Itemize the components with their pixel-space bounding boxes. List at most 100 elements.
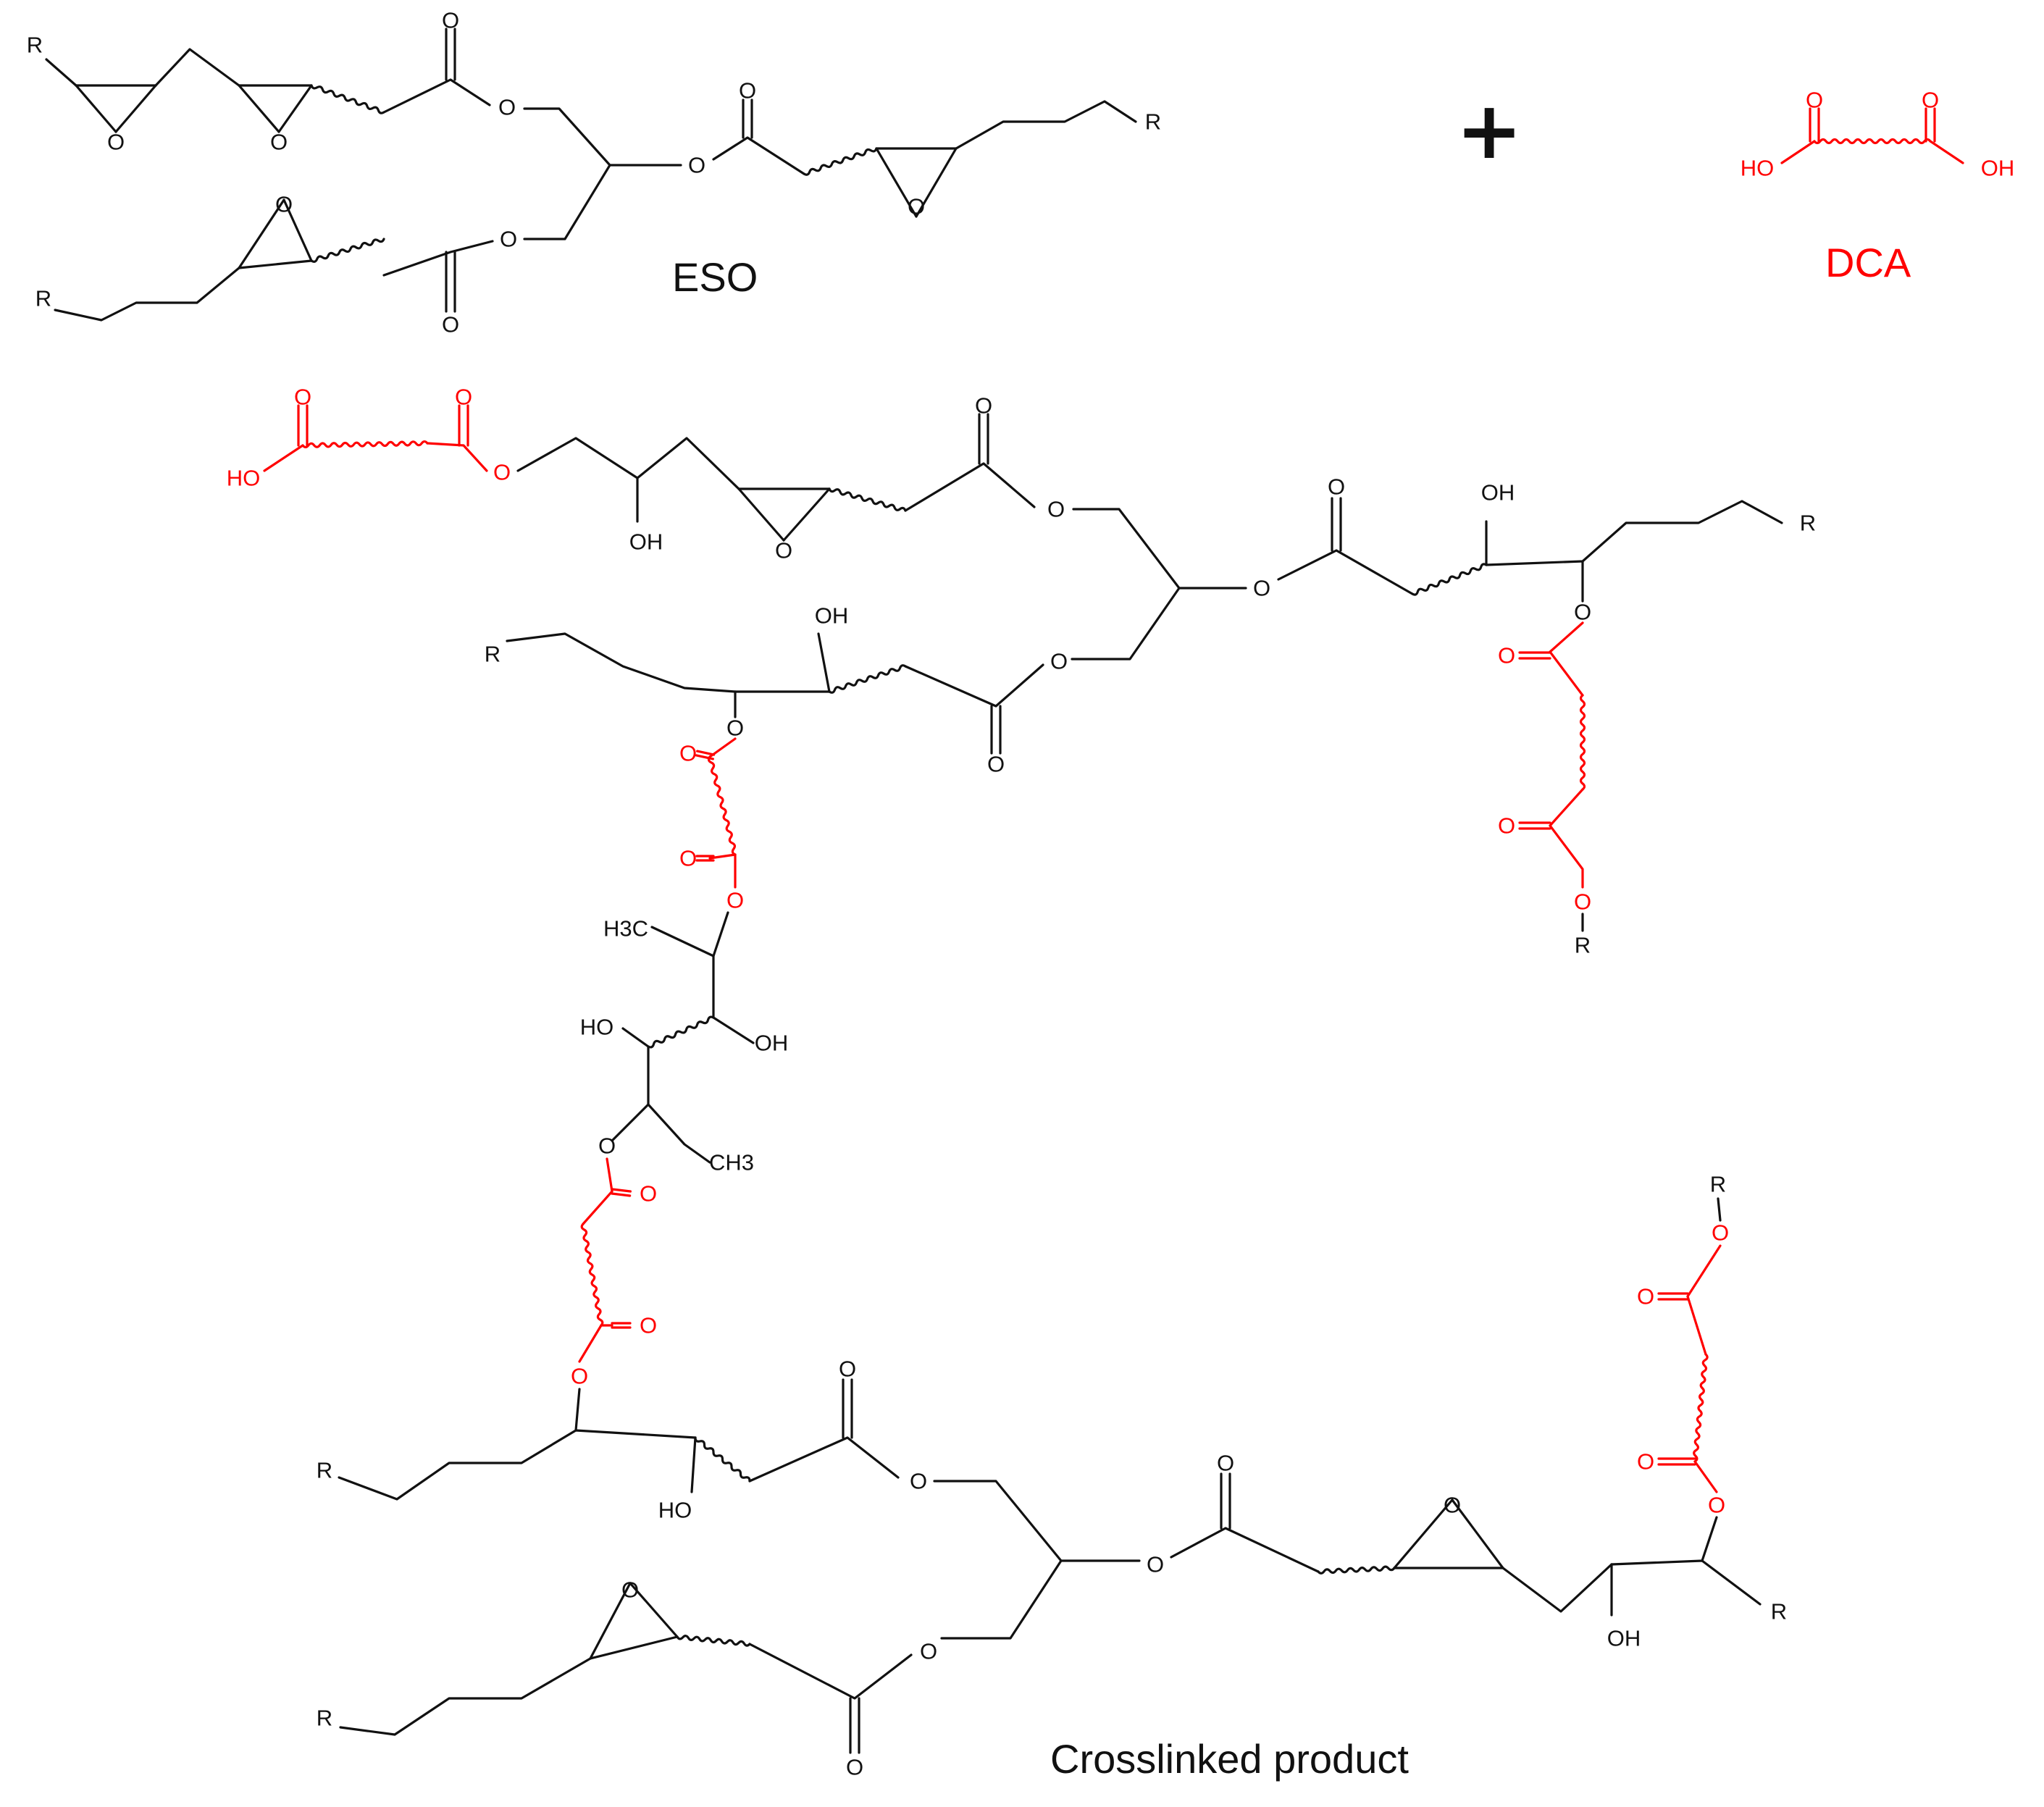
- prod-epoxide-f: [1451, 1498, 1504, 1569]
- prod-wavy-f: [1317, 1565, 1396, 1575]
- atom-oh: OH: [1981, 156, 2015, 181]
- prod-dca-mid: [708, 853, 737, 860]
- prod-chain-f: [1501, 1563, 1613, 1617]
- prod-chain-f: [1701, 1516, 1718, 1562]
- atom-r: R: [317, 1706, 332, 1731]
- prod-chain-b: [1485, 500, 1783, 566]
- atom-o: O: [679, 741, 697, 766]
- prod-epoxide-a: [782, 487, 831, 542]
- prod-dca-low: [606, 1157, 613, 1193]
- atom-r: R: [1710, 1172, 1726, 1197]
- eso-epoxide-4: [238, 259, 313, 269]
- atom-r: R: [1575, 933, 1591, 958]
- eso-wavy-3: [310, 238, 385, 263]
- eso-chain-1: [154, 48, 240, 87]
- atom-ho: HO: [227, 466, 261, 491]
- atom-o: O: [500, 227, 517, 252]
- prod-chain-e: [338, 1429, 697, 1501]
- prod-epoxide-g: [589, 1635, 679, 1660]
- eso-epoxide-1: [114, 84, 157, 133]
- prod-dca-right: [1549, 650, 1584, 697]
- eso-wavy-2: [803, 147, 878, 176]
- atom-o: O: [1574, 889, 1591, 915]
- atom-o: O: [270, 130, 288, 155]
- prod-chain-d: [621, 1027, 650, 1048]
- dca-label: DCA: [1825, 240, 1911, 285]
- prod-chain-a: [516, 437, 639, 523]
- eso-chain-2: [712, 136, 805, 175]
- prod-epoxide-a: [737, 487, 785, 542]
- atom-o: O: [442, 8, 459, 33]
- atom-oh: OH: [629, 529, 663, 555]
- atom-r: R: [35, 286, 51, 311]
- atom-o: O: [294, 385, 311, 410]
- captions: ESO DCA + Crosslinked product: [672, 84, 1911, 1782]
- prod-chain-a: [636, 437, 740, 490]
- atom-r: R: [1771, 1599, 1787, 1624]
- eso-epoxide-3: [915, 147, 958, 218]
- prod-dca-end: [263, 444, 304, 472]
- prod-epoxide-g: [589, 1582, 632, 1660]
- crosslinked-product-label: Crosslinked product: [1050, 1736, 1409, 1782]
- prod-chain-e: [748, 1436, 900, 1483]
- prod-dca-low-co: [611, 1188, 632, 1193]
- prod-dca-far-wavy: [1693, 1353, 1709, 1463]
- prod-dca-far: [1686, 1295, 1707, 1356]
- prod-dca-low-wavy: [580, 1223, 604, 1327]
- atom-o: O: [1708, 1493, 1725, 1518]
- atom-o: O: [1806, 88, 1823, 113]
- atom-o: O: [1217, 1451, 1234, 1476]
- prod-dca-mid-co: [696, 750, 716, 756]
- prod-glycerol-top: [1071, 508, 1181, 661]
- eso-epoxide-4: [238, 198, 285, 269]
- atom-ch3: CH3: [709, 1150, 754, 1175]
- prod-chain-e: [574, 1388, 581, 1432]
- atom-o: O: [442, 312, 459, 337]
- eso-chain-2: [955, 100, 1137, 150]
- prod-wavy-a: [828, 487, 907, 512]
- atom-o: O: [498, 95, 516, 120]
- dca-skeleton-bonds: [263, 107, 1964, 1493]
- atom-r: R: [1145, 109, 1161, 135]
- atom-o: O: [455, 385, 472, 410]
- atom-o: O: [920, 1639, 937, 1664]
- atom-o: O: [975, 393, 992, 419]
- atom-o: O: [621, 1577, 639, 1603]
- atom-o: O: [1047, 497, 1065, 522]
- prod-chain-f: [1610, 1559, 1762, 1606]
- eso-chain-1: [45, 58, 78, 87]
- eso-chain-3: [54, 267, 240, 322]
- prod-chain-a: [904, 462, 1036, 512]
- atom-o: O: [726, 888, 744, 913]
- prod-dca-end-wavy: [301, 440, 429, 449]
- prod-dca-right-wavy: [1579, 694, 1586, 791]
- prod-dca-far: [1693, 1460, 1718, 1493]
- eso-chain-3: [382, 240, 494, 277]
- atom-o: O: [107, 130, 125, 155]
- prod-wavy-b: [1411, 563, 1488, 596]
- atom-o: O: [1574, 600, 1591, 625]
- atom-o: O: [1637, 1284, 1654, 1309]
- atom-o: O: [839, 1357, 856, 1382]
- atom-o: O: [910, 1469, 927, 1494]
- atom-o: O: [775, 538, 792, 563]
- prod-epoxide-f: [1393, 1498, 1454, 1569]
- atom-o: O: [571, 1364, 588, 1389]
- eso-glycerol: [523, 107, 611, 240]
- prod-dca-far: [1717, 1197, 1722, 1222]
- atom-r: R: [1800, 511, 1816, 536]
- atom-o: O: [726, 716, 744, 741]
- atom-r: R: [317, 1458, 332, 1483]
- atom-o: O: [1498, 643, 1515, 668]
- atom-ho: HO: [658, 1498, 692, 1523]
- prod-chain-c: [506, 632, 737, 693]
- prod-wavy-g: [676, 1635, 751, 1647]
- atom-o: O: [598, 1133, 616, 1159]
- atom-o: O: [1328, 474, 1345, 500]
- prod-dca-far: [1686, 1244, 1722, 1298]
- prod-chain-b: [1277, 549, 1414, 595]
- prod-wavy-e: [694, 1436, 751, 1483]
- prod-epoxide-g: [629, 1582, 679, 1638]
- atom-o: O: [640, 1313, 657, 1338]
